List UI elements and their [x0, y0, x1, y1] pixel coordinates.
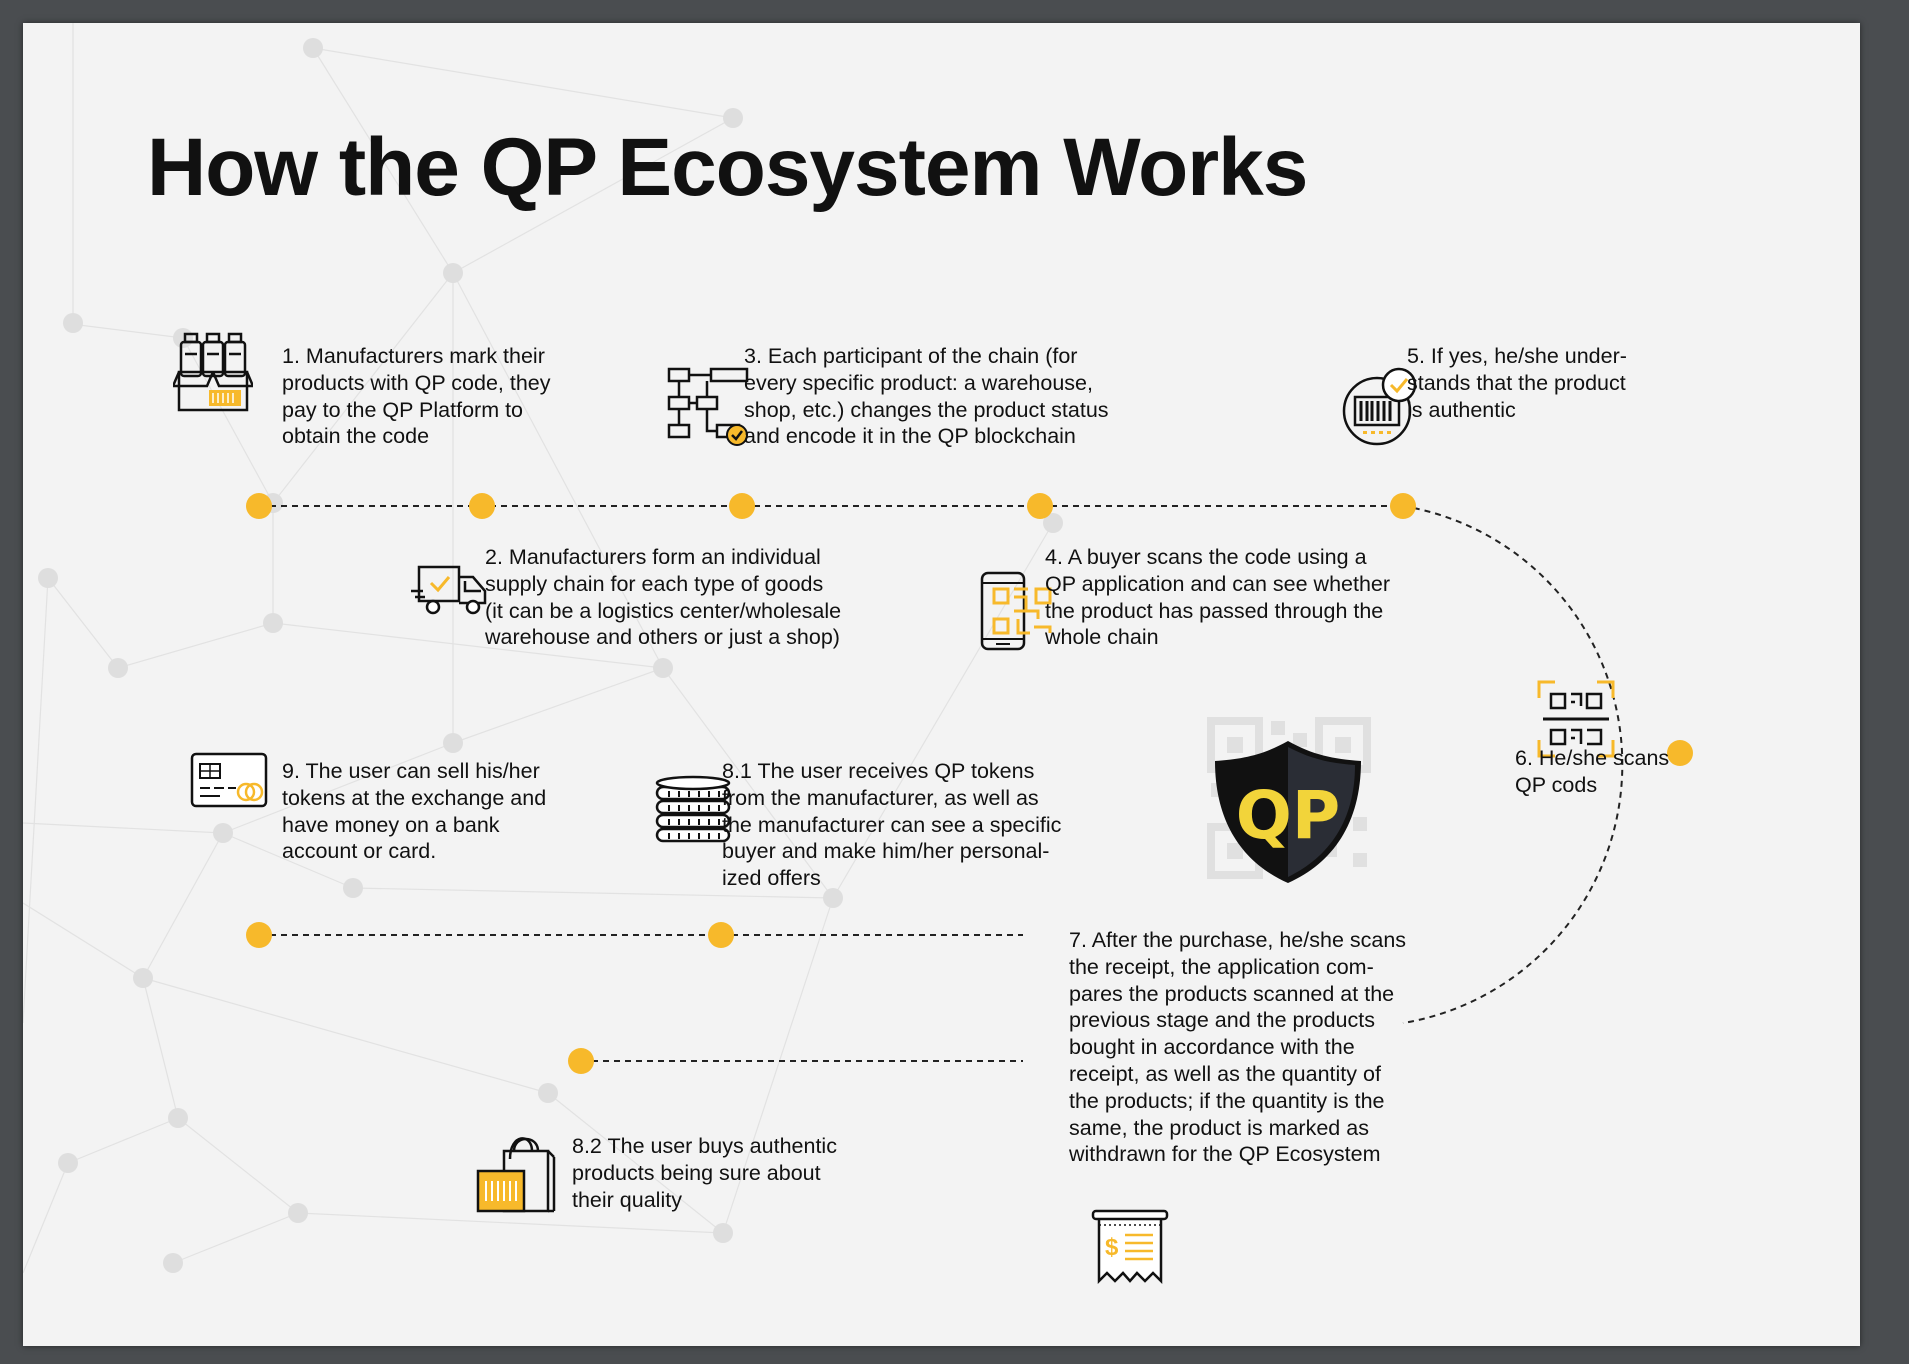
- svg-text:$: $: [1105, 1234, 1119, 1261]
- flow-node-step-3: [729, 493, 755, 519]
- step-9-text: 9. The user can sell his/her tokens at t…: [282, 759, 547, 864]
- receipt-icon: $: [1091, 1209, 1169, 1285]
- products-box-icon: [173, 332, 253, 412]
- qp-logo-text: QP: [1236, 777, 1340, 854]
- shopping-bag-icon: [476, 1137, 556, 1213]
- step-7-text: 7. After the purchase, he/she scans the …: [1069, 928, 1407, 1167]
- bank-card-icon: [190, 752, 268, 808]
- background-network: [23, 23, 1063, 1274]
- flow-node-step-4: [1027, 493, 1053, 519]
- flow-node-step-1: [246, 493, 272, 519]
- infographic-page: How the QP Ecosystem Works: [23, 23, 1860, 1346]
- phone-qr-icon: [980, 571, 1052, 651]
- step-2-text: 2. Manufacturers form an individual supp…: [485, 545, 842, 650]
- step-4-text: 4. A buyer scans the code using a QP app…: [1045, 545, 1391, 650]
- verified-barcode-icon: [1342, 367, 1417, 446]
- qp-shield-logo: QP: [1207, 717, 1371, 883]
- supply-chain-icon: [667, 367, 749, 446]
- flow-node-step-5: [1390, 493, 1416, 519]
- step-8-2-text: 8.2 The user buys authentic products bei…: [572, 1134, 837, 1212]
- flow-connector: [1402, 505, 1624, 1024]
- coin-stack-icon: [655, 775, 731, 843]
- flow-node-step-9: [246, 922, 272, 948]
- flow-node-step-8-1: [708, 922, 734, 948]
- step-3-text: 3. Each participant of the chain (for ev…: [744, 344, 1109, 449]
- flow-node-step-6: [1667, 740, 1693, 766]
- flow-node-step-2: [469, 493, 495, 519]
- step-8-1-text: 8.1 The user receives QP tokens from the…: [722, 759, 1062, 891]
- step-6-text: 6. He/she scans QP cods: [1515, 746, 1670, 797]
- flow-path: [246, 493, 1693, 1074]
- qr-scan-icon: [1537, 680, 1615, 758]
- step-5-text: 5. If yes, he/she under- stands that the…: [1407, 344, 1627, 422]
- step-1-text: 1. Manufacturers mark their products wit…: [282, 344, 551, 449]
- delivery-truck-icon: [411, 565, 487, 615]
- page-title: How the QP Ecosystem Works: [147, 122, 1308, 213]
- flow-node-step-8-2: [568, 1048, 594, 1074]
